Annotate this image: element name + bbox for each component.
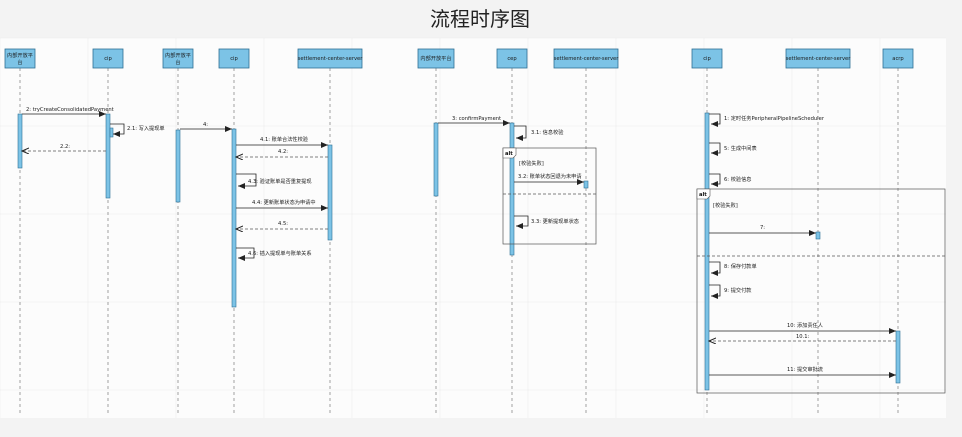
activation-bar [509,122,515,256]
activation-bar [105,113,111,199]
alt-fragment [502,147,597,245]
activation-bar [895,330,901,384]
lifeline-head-box [4,48,36,69]
message-label: 1: 定时任务PeripheralPipelineScheduler [724,114,825,122]
message-label: 5: 生成中间表 [724,144,757,152]
lifeline-head-box [882,48,914,69]
lifeline-head-box [297,48,363,69]
lifeline-label-line2: 台 [175,58,180,66]
lifeline-head-cip-3[interactable]: cip [691,48,723,69]
message-label: 4.1: 账单合法性校验 [260,135,309,143]
lifeline-head-cip-1[interactable]: cip [92,48,124,69]
lifeline-head-acrp[interactable]: acrp [882,48,914,69]
background-grid [0,37,946,418]
lifeline-head-cip-2[interactable]: cip [218,48,250,69]
message-arrow [709,113,721,127]
message-label: 10.1: [796,334,810,340]
message-label: 7: [760,225,765,231]
activation-bar [17,113,23,169]
fragment-operator: alt [505,151,513,157]
lifeline-label: 内部开放平 [165,51,191,59]
lifeline-head-internal-platform-1[interactable]: 内部开放平 台 [4,48,36,69]
message-label: 4: [203,122,208,128]
lifeline-head-settlement-center-server-1[interactable]: settlement-center-server [297,48,364,69]
activation-bar [231,128,237,308]
lifeline-head-box [785,48,851,69]
message-label: 4.5: [278,221,288,227]
message-arrow [514,215,529,229]
lifeline-head-settlement-center-server-2[interactable]: settlement-center-server [553,48,620,69]
activation-bar [327,144,333,241]
message-arrow [709,261,721,276]
fragment-tab [502,147,517,159]
panel-3: cip settlement-center-server acrp alt [校… [691,48,946,415]
lifeline-label: 内部开放平台 [420,54,451,62]
lifeline-head-box [218,48,250,69]
fragment-tab [696,188,711,200]
lifeline-head-box [496,48,528,69]
alt-fragment [696,188,946,394]
message-label: 2.2: [60,144,70,150]
message-label: 3.2: 账单状态回退为未申请 [518,172,582,180]
message-label: 3: confirmPayment [452,116,501,122]
fragment-guard: [校验失败] [519,159,544,167]
panel-2: 内部开放平台 cep settlement-center-server alt … [417,48,620,415]
lifeline-label: settlement-center-server [298,56,364,62]
lifeline-label: 内部开放平 [7,51,33,59]
message-arrow [709,173,721,187]
panel-1: 内部开放平 台 cip 内部开放平 台 cip settlement-cente… [4,48,364,415]
lifeline-label: cep [507,56,517,62]
message-arrow [709,142,721,156]
lifeline-label-line2: 台 [17,58,22,66]
activation-bar [583,180,589,189]
message-arrow [236,247,255,261]
message-label: 6: 校验信息 [724,175,751,183]
lifeline-head-internal-platform-2[interactable]: 内部开放平 台 [162,48,194,69]
message-arrow [236,173,257,189]
message-arrow [709,284,721,299]
message-label: 8: 保存付款单 [724,262,757,270]
message-arrow [514,125,527,141]
lifeline-label: settlement-center-server [554,56,620,62]
lifeline-head-box [553,48,619,69]
message-label: 11: 提交审批流 [787,365,823,373]
message-label: 3.1: 信息校验 [531,128,564,136]
message-label: 4.2: [278,149,288,155]
lifeline-label: acrp [892,56,904,62]
canvas-background [0,38,946,418]
lifeline-head-internal-platform-3[interactable]: 内部开放平台 [417,48,455,69]
lifeline-head-box [691,48,723,69]
activation-bar [109,127,114,138]
message-label: 3.3: 更新提现单状态 [531,217,579,225]
fragment-operator: alt [699,192,707,198]
message-label: 2.1: 写入提现单 [127,124,165,132]
message-label: 4.3: 验证账单是否重复提现 [248,177,312,185]
lifeline-head-settlement-center-server-3[interactable]: settlement-center-server [785,48,852,69]
lifeline-label: settlement-center-server [786,56,852,62]
message-label: 4.6: 插入提现单与账单关系 [248,249,312,257]
message-label: 2: tryCreateConsolidatedPayment [26,107,114,113]
lifeline-head-box [162,48,194,69]
activation-bar [433,122,439,197]
diagram-title: 流程时序图 [430,7,530,31]
lifeline-head-cep[interactable]: cep [496,48,528,69]
fragment-guard: [校验失败] [713,201,738,209]
message-label: 10: 添加责任人 [787,321,823,329]
activation-bar [815,231,821,240]
lifeline-label: cip [230,56,238,62]
lifeline-label: cip [703,56,711,62]
lifeline-label: cip [104,56,112,62]
message-arrow [110,123,125,137]
lifeline-head-box [92,48,124,69]
activation-bar [704,112,710,391]
message-label: 9: 提交付款 [724,286,752,294]
message-label: 4.4: 更新账单状态为申请中 [252,198,316,206]
activation-bar [175,129,181,203]
lifeline-head-box [417,48,455,69]
